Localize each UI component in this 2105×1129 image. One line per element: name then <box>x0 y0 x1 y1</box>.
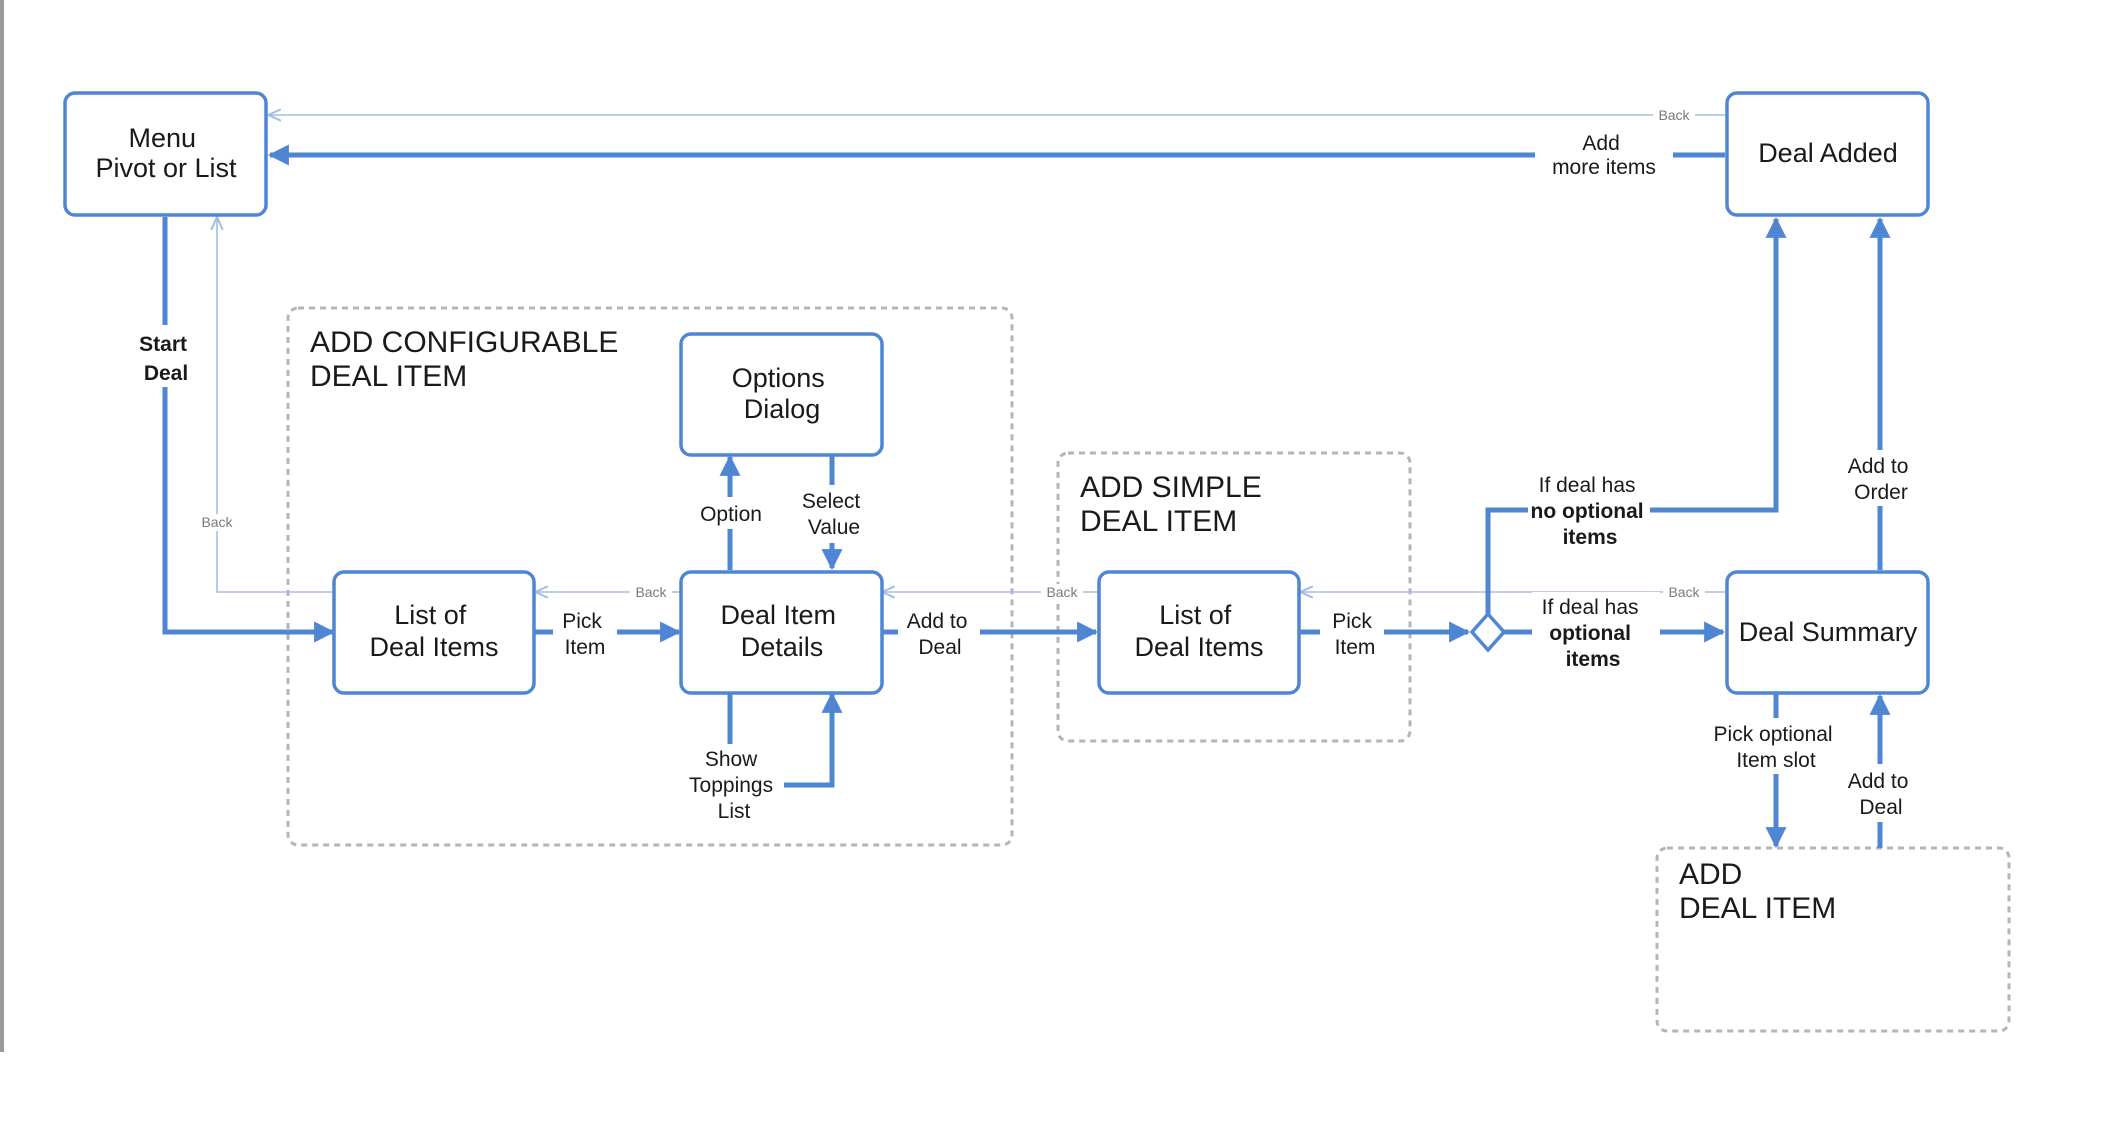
node-menu: Menu Pivot or List <box>63 91 268 217</box>
node-label-simple-list: List of Deal Items <box>1134 600 1263 662</box>
edge-label-pick-optional-slot: Pick optional Item slot <box>1714 723 1839 772</box>
node-label-menu: Menu Pivot or List <box>95 123 237 183</box>
back-label: Back <box>201 514 233 530</box>
node-options-dialog: Options Dialog <box>679 332 884 457</box>
node-deal-added: Deal Added <box>1725 91 1930 217</box>
group-label-deal-item: ADD DEAL ITEM <box>1679 858 1836 925</box>
edge-labels: Add more items Start Deal Pick Item Opti… <box>128 128 1920 828</box>
back-label: Back <box>1046 584 1078 600</box>
node-config-list: List of Deal Items <box>332 570 536 695</box>
back-label: Back <box>635 584 667 600</box>
edge-label-add-to-deal-2: Add to Deal <box>1848 770 1915 819</box>
node-label-deal-summary: Deal Summary <box>1739 617 1918 647</box>
edge-label-pick-item-config: Pick Item <box>562 610 608 659</box>
group-add-simple: ADD SIMPLE DEAL ITEM <box>1056 451 1412 743</box>
node-label-config-list: List of Deal Items <box>369 600 498 662</box>
edge-label-show-toppings: Show Toppings List <box>689 748 779 823</box>
node-deal-summary: Deal Summary <box>1725 570 1930 695</box>
edge-label-add-to-deal-1: Add to Deal <box>907 610 974 659</box>
group-add-deal-item: ADD DEAL ITEM <box>1655 846 2011 1033</box>
group-label-simple: ADD SIMPLE DEAL ITEM <box>1080 471 1270 538</box>
decision-diamond <box>1469 611 1507 653</box>
edge-start-deal <box>162 217 336 643</box>
edge-label-option: Option <box>700 503 762 526</box>
edge-label-pick-item-simple: Pick Item <box>1332 610 1378 659</box>
back-edges: Back Back Back Back Back <box>197 107 1725 601</box>
back-label: Back <box>1668 584 1700 600</box>
node-label-item-details: Deal Item Details <box>720 600 843 662</box>
node-label-options-dialog: Options Dialog <box>732 363 833 424</box>
node-simple-list: List of Deal Items <box>1097 570 1301 695</box>
edge-label-select-value: Select Value <box>802 490 866 539</box>
edge-label-add-more-items: Add more items <box>1552 132 1656 179</box>
group-add-configurable: ADD CONFIGURABLE DEAL ITEM <box>286 306 1014 847</box>
group-label-configurable: ADD CONFIGURABLE DEAL ITEM <box>310 326 627 393</box>
edge-label-optional: If deal has optional items <box>1542 596 1645 671</box>
edge-label-add-to-order: Add to Order <box>1848 455 1915 504</box>
node-label-deal-added: Deal Added <box>1758 138 1898 168</box>
back-edge-list-to-menu <box>217 217 333 593</box>
edge-no-optional-items <box>1485 216 1787 614</box>
edge-label-start-deal: Start Deal <box>139 333 193 385</box>
edge-label-no-optional: If deal has no optional items <box>1531 474 1650 549</box>
node-item-details: Deal Item Details <box>679 570 884 695</box>
back-label: Back <box>1658 107 1690 123</box>
